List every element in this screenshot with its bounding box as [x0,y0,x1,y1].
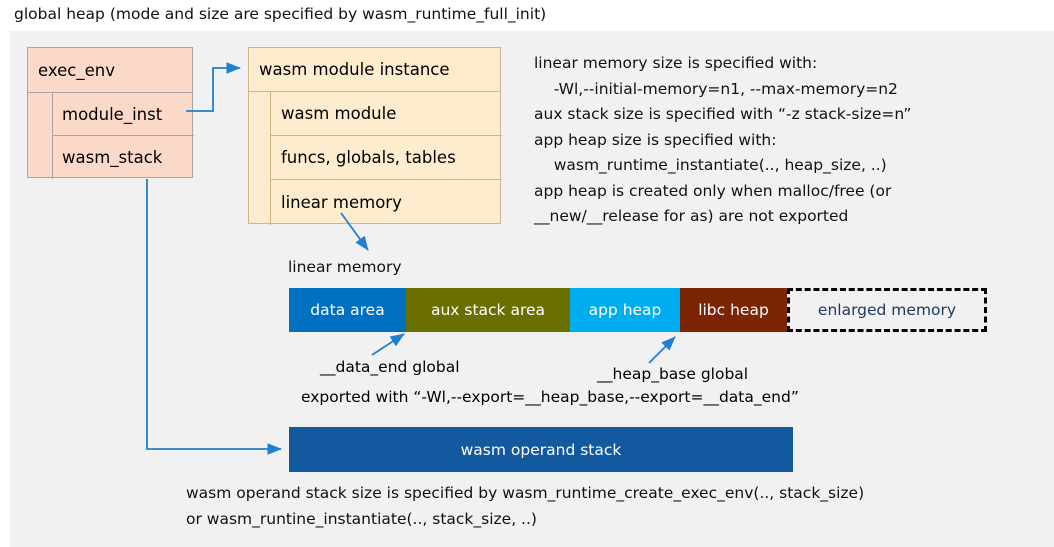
memory-segment-data-area: data area [289,288,406,332]
annotation-heap-base: __heap_base global [597,365,749,383]
exec-env-row-wasm-stack: wasm_stack [62,148,163,167]
linear-memory-caption: linear memory [288,258,402,276]
exec-env-box: exec_env module_inst wasm_stack [27,47,194,179]
memory-segment-libc-heap: libc heap [680,288,787,332]
memory-segment-aux-stack-area: aux stack area [406,288,570,332]
exec-env-row-module-inst: module_inst [53,93,194,136]
module-instance-row-linear-memory: linear memory [281,193,402,212]
wasm-operand-stack-bar: wasm operand stack [289,427,793,472]
annotation-exported: exported with “-Wl,--export=__heap_base,… [301,388,799,406]
wasm-module-instance-box: wasm module instance wasm module funcs, … [248,47,502,225]
linear-memory-notes: linear memory size is specified with: -W… [534,54,912,225]
memory-segment-enlarged-memory: enlarged memory [787,288,987,332]
wasm-module-instance-gutter [249,92,271,225]
exec-env-gutter [28,93,53,179]
operand-stack-note: wasm operand stack size is specified by … [186,484,865,528]
module-instance-row-funcs-globals-tables: funcs, globals, tables [271,136,502,180]
exec-env-header: exec_env [28,48,192,93]
module-instance-row-wasm-module: wasm module [271,92,502,136]
annotation-data-end: __data_end global [320,358,460,376]
page-title: global heap (mode and size are specified… [14,5,547,23]
wasm-module-instance-header: wasm module instance [249,48,500,92]
memory-segment-app-heap: app heap [570,288,680,332]
